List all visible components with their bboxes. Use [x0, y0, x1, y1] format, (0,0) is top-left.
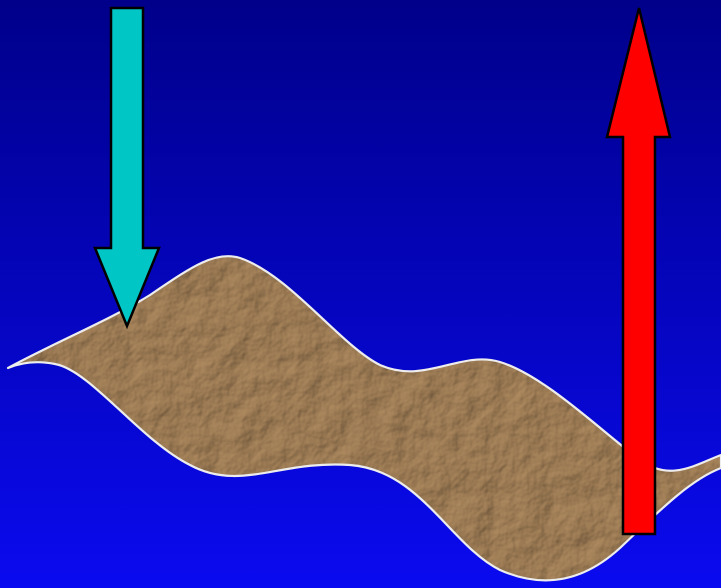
- diagram-canvas: [0, 0, 721, 588]
- diagram-scene: [0, 0, 721, 588]
